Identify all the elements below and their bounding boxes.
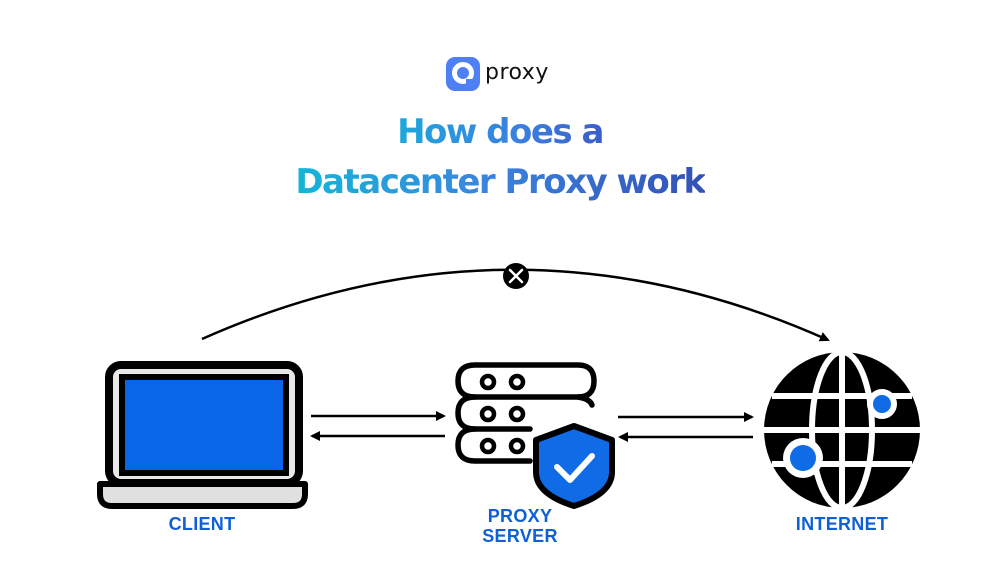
- logo-text: proxy: [485, 59, 549, 85]
- proxy-label-line-2: SERVER: [482, 526, 558, 546]
- blocked-x-icon: [503, 263, 529, 289]
- laptop-icon: [97, 361, 308, 509]
- title-line-2: Datacenter Proxy work: [295, 162, 706, 202]
- server-shield-icon: [455, 362, 615, 509]
- proxy-label-line-1: PROXY: [487, 506, 553, 526]
- globe-network-icon: [764, 349, 920, 511]
- brand-logo: proxy: [446, 57, 549, 91]
- client-label: CLIENT: [168, 514, 236, 534]
- client-proxy-arrows: [310, 411, 446, 441]
- proxy-internet-arrows: [618, 412, 754, 442]
- title-line-1: How does a: [397, 112, 604, 152]
- proxy-logo-icon: [446, 57, 480, 91]
- internet-label: INTERNET: [795, 514, 889, 534]
